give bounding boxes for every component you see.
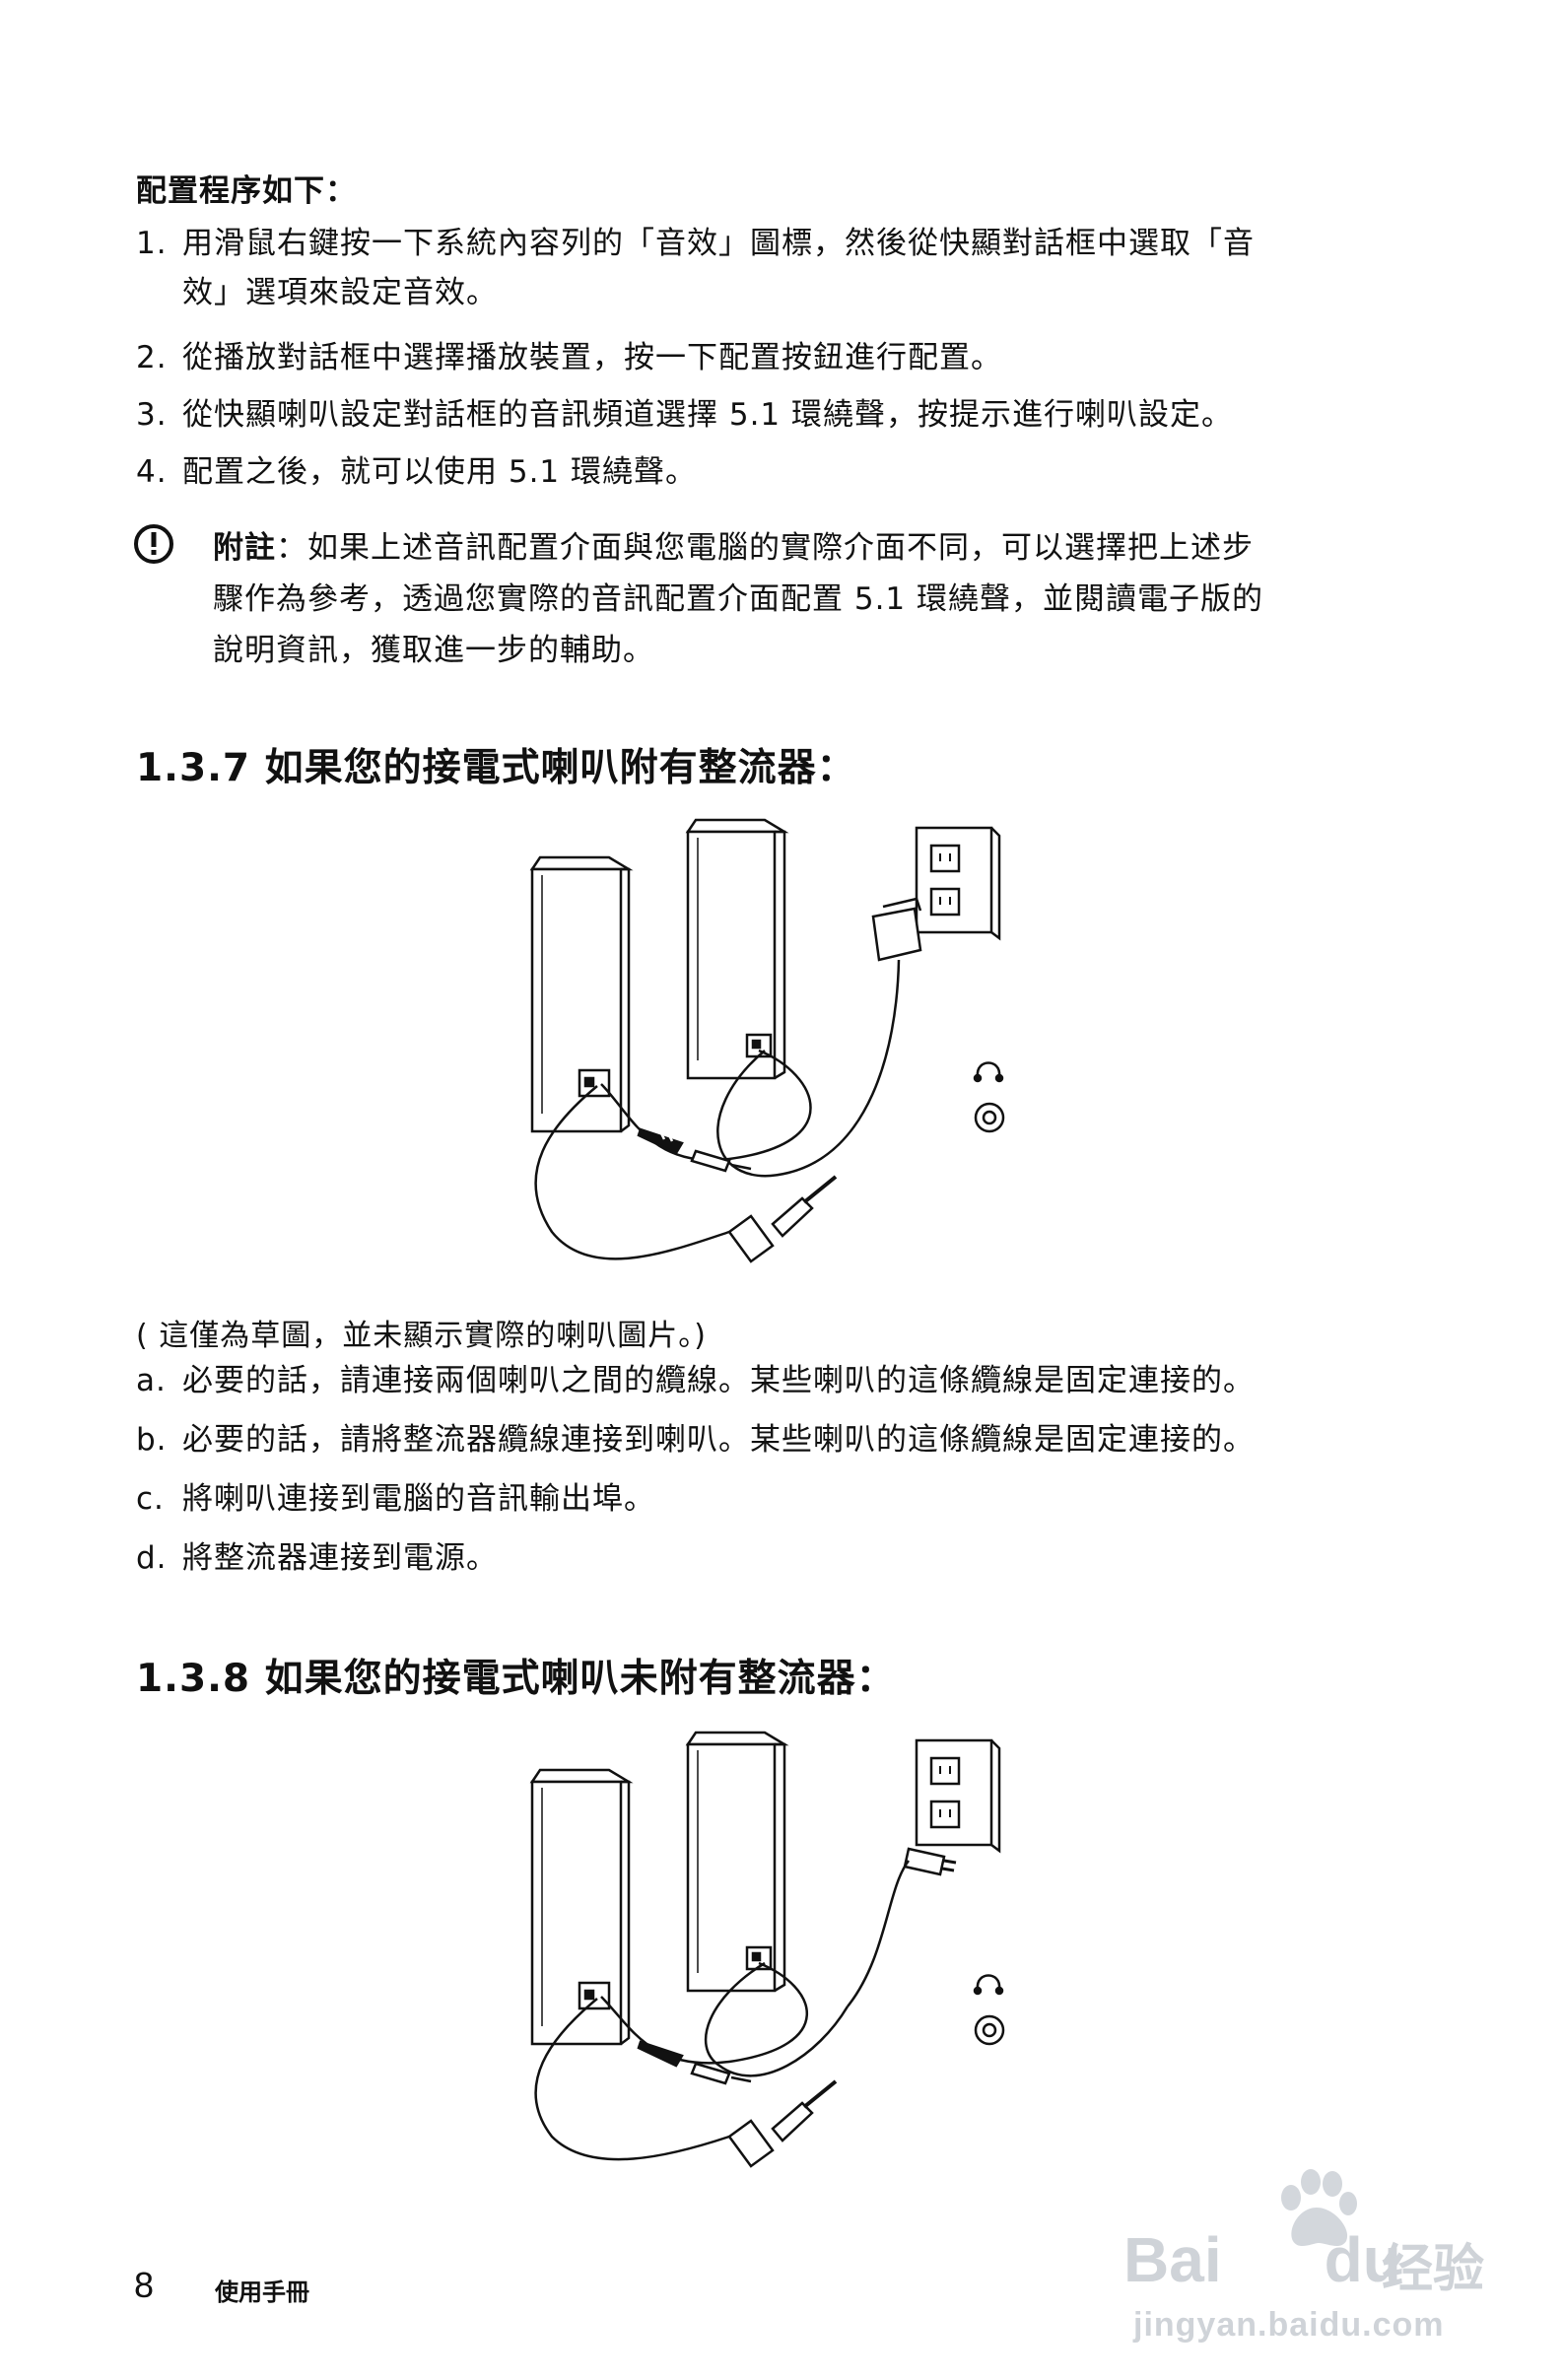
step-3: 3. 從快顯喇叭設定對話框的音訊頻道選擇 5.1 環繞聲，按提示進行喇叭設定。 bbox=[136, 390, 1417, 440]
note-line3: 說明資訊，獲取進一步的輔助。 bbox=[213, 633, 654, 668]
step-1: 1. 用滑鼠右鍵按一下系統內容列的「音效」圖標，然後從快顯對話框中選取「音 效」… bbox=[136, 219, 1417, 317]
watermark-brand: Bai bbox=[1123, 2224, 1222, 2295]
list-item: d. 將整流器連接到電源。 bbox=[136, 1533, 1437, 1583]
item-text: 必要的話，請連接兩個喇叭之間的纜線。某些喇叭的這條纜線是固定連接的。 bbox=[182, 1363, 1255, 1398]
step-text: 從播放對話框中選擇播放裝置，按一下配置按鈕進行配置。 bbox=[182, 340, 1002, 375]
step-text-line2: 效」選項來設定音效。 bbox=[182, 275, 498, 310]
note-line1: ：如果上述音訊配置介面與您電腦的實際介面不同，可以選擇把上述步 bbox=[276, 530, 1254, 566]
item-letter: a. bbox=[136, 1363, 167, 1398]
step-number: 3. bbox=[136, 397, 168, 433]
list-item: c. 將喇叭連接到電腦的音訊輸出埠。 bbox=[136, 1474, 1437, 1524]
item-letter: b. bbox=[136, 1422, 168, 1458]
exclamation-circle-icon bbox=[132, 522, 175, 570]
speaker-diagram-without-adapter bbox=[522, 1731, 1054, 2188]
paw-icon bbox=[1281, 2169, 1357, 2247]
list-item: b. 必要的話，請將整流器纜線連接到喇叭。某些喇叭的這條纜線是固定連接的。 bbox=[136, 1415, 1437, 1464]
section-137-title: 1.3.7 如果您的接電式喇叭附有整流器： bbox=[136, 746, 856, 790]
item-text: 將喇叭連接到電腦的音訊輸出埠。 bbox=[182, 1481, 655, 1517]
speaker-diagram-with-adapter bbox=[522, 818, 1054, 1285]
item-letter: d. bbox=[136, 1540, 168, 1576]
watermark-url: jingyan.baidu.com bbox=[1133, 2306, 1445, 2344]
item-text: 將整流器連接到電源。 bbox=[182, 1540, 498, 1576]
watermark-cn: 经验 bbox=[1382, 2240, 1485, 2299]
page-number: 8 bbox=[134, 2265, 155, 2305]
step-number: 2. bbox=[136, 340, 168, 375]
step-number: 4. bbox=[136, 454, 168, 490]
manual-label: 使用手冊 bbox=[215, 2278, 309, 2306]
watermark-brand2: du bbox=[1324, 2224, 1401, 2295]
baidu-watermark: Bai du 经验 jingyan.baidu.com bbox=[1123, 2168, 1537, 2365]
list-item: a. 必要的話，請連接兩個喇叭之間的纜線。某些喇叭的這條纜線是固定連接的。 bbox=[136, 1356, 1437, 1405]
step-4: 4. 配置之後，就可以使用 5.1 環繞聲。 bbox=[136, 447, 1417, 497]
item-text: 必要的話，請將整流器纜線連接到喇叭。某些喇叭的這條纜線是固定連接的。 bbox=[182, 1422, 1255, 1458]
step-text: 從快顯喇叭設定對話框的音訊頻道選擇 5.1 環繞聲，按提示進行喇叭設定。 bbox=[182, 397, 1234, 433]
note-line2: 驟作為參考，透過您實際的音訊配置介面配置 5.1 環繞聲，並閱讀電子版的 bbox=[213, 581, 1264, 617]
note-block: 附註：如果上述音訊配置介面與您電腦的實際介面不同，可以選擇把上述步 驟作為參考，… bbox=[213, 522, 1455, 676]
step-number: 1. bbox=[136, 226, 168, 261]
step-2: 2. 從播放對話框中選擇播放裝置，按一下配置按鈕進行配置。 bbox=[136, 333, 1417, 382]
step-text-line1: 用滑鼠右鍵按一下系統內容列的「音效」圖標，然後從快顯對話框中選取「音 bbox=[182, 226, 1255, 261]
diagram-caption: ( 這僅為草圖，並未顯示實際的喇叭圖片。) bbox=[136, 1319, 707, 1353]
section-138-title: 1.3.8 如果您的接電式喇叭未附有整流器： bbox=[136, 1657, 896, 1701]
item-letter: c. bbox=[136, 1481, 165, 1517]
note-label: 附註 bbox=[213, 530, 276, 566]
step-text: 配置之後，就可以使用 5.1 環繞聲。 bbox=[182, 454, 698, 490]
procedure-heading: 配置程序如下： bbox=[136, 173, 357, 209]
